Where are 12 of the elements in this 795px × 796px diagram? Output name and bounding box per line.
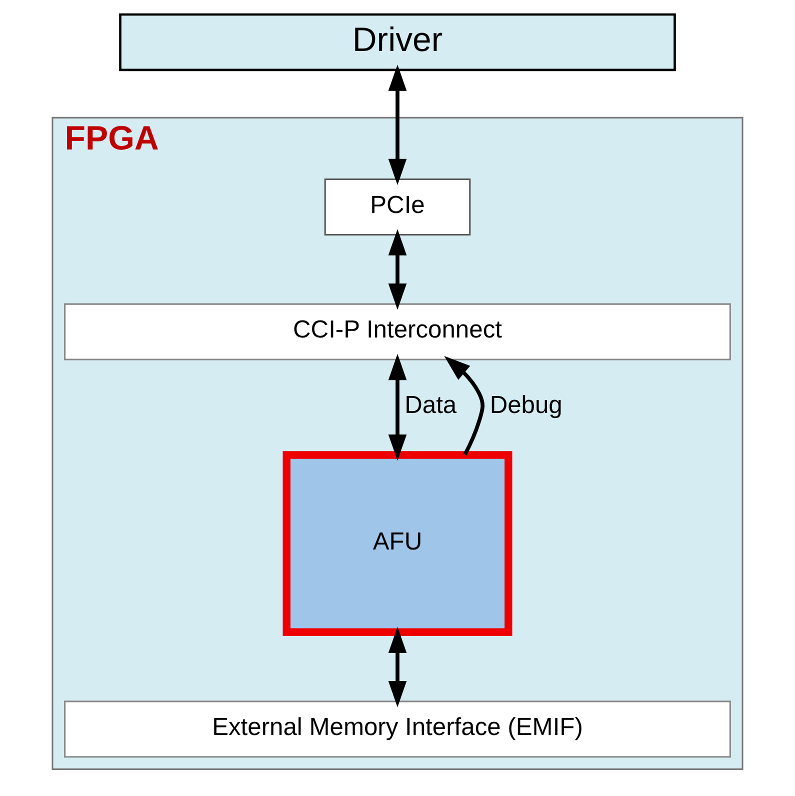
arrow bbox=[388, 626, 407, 708]
edge-label: Data bbox=[404, 392, 457, 420]
arrow bbox=[388, 64, 407, 186]
node-box: CCI-P Interconnect bbox=[64, 303, 731, 360]
node-box: AFU bbox=[282, 451, 512, 636]
node-box: PCIe bbox=[324, 178, 471, 236]
arrow bbox=[388, 229, 407, 310]
arrow bbox=[444, 356, 484, 456]
node-box: External Memory Interface (EMIF) bbox=[64, 700, 731, 758]
node-box: Driver bbox=[119, 13, 676, 72]
arrow bbox=[388, 354, 407, 461]
edge-label: Debug bbox=[490, 392, 562, 420]
